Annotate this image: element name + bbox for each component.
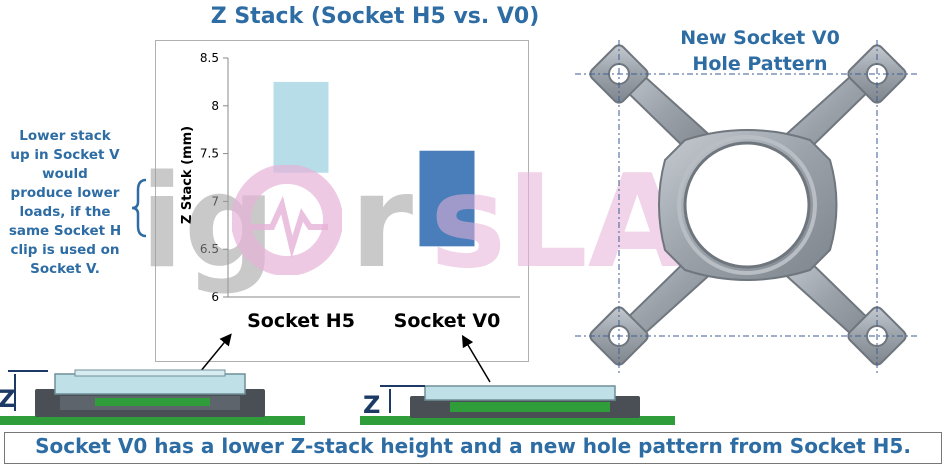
y-tick-label: 8.5 [200, 51, 219, 65]
note-line: produce lower [10, 185, 120, 201]
brace-icon [131, 178, 147, 238]
y-tick-label: 7 [211, 194, 219, 208]
z-label: Z [363, 391, 380, 419]
y-axis [227, 58, 520, 298]
hole-title-line: New Socket V0 [680, 27, 840, 49]
socket-v0-bracket-icon [575, 40, 920, 375]
x-categories: Socket H5 Socket V0 [247, 310, 500, 332]
note-line: Socket V. [30, 261, 100, 277]
note-line: up in Socket V [10, 147, 120, 163]
watermark-logo-icon [232, 165, 342, 275]
watermark-text: r [350, 148, 414, 297]
pcb-strip [360, 416, 675, 425]
bar-socket-v0 [419, 150, 475, 247]
note-line: Lower stack [19, 128, 111, 144]
hole-title-line: Hole Pattern [692, 53, 828, 75]
bars [273, 81, 475, 247]
footer-box [4, 432, 942, 464]
socket-v0-cross-section: Z [360, 385, 675, 425]
z-label: Z [0, 385, 15, 413]
x-category-label: Socket V0 [394, 310, 501, 332]
y-tick-label: 6 [211, 290, 219, 304]
note-line: would [42, 166, 88, 182]
y-tick-label: 8 [211, 99, 219, 113]
watermark: r [350, 148, 413, 297]
socket-h5-cross-section: Z [0, 369, 305, 425]
note-line: loads, if the [19, 204, 111, 220]
y-tick-label: 6.5 [200, 242, 219, 256]
bar-socket-h5 [273, 81, 329, 173]
chart-title: Z Stack (Socket H5 vs. V0) [210, 4, 540, 29]
watermark: ig [140, 148, 276, 297]
note-line: clip is used on [10, 242, 120, 258]
pcb-strip [0, 416, 305, 425]
y-tick-label: 7.5 [200, 147, 219, 161]
note-line: same Socket H [8, 223, 122, 239]
pointer-arrows [199, 333, 491, 383]
y-axis-label: Z Stack (mm) [180, 126, 195, 224]
watermark-text: ig [140, 148, 276, 297]
footer-caption: Socket V0 has a lower Z-stack height and… [35, 434, 911, 458]
x-category-label: Socket H5 [247, 310, 355, 332]
side-note: Lower stack up in Socket V would produce… [0, 127, 130, 279]
y-ticks: 6 6.5 7 7.5 8 8.5 [200, 51, 228, 304]
hole-pattern-title: New Socket V0 Hole Pattern [640, 25, 880, 77]
